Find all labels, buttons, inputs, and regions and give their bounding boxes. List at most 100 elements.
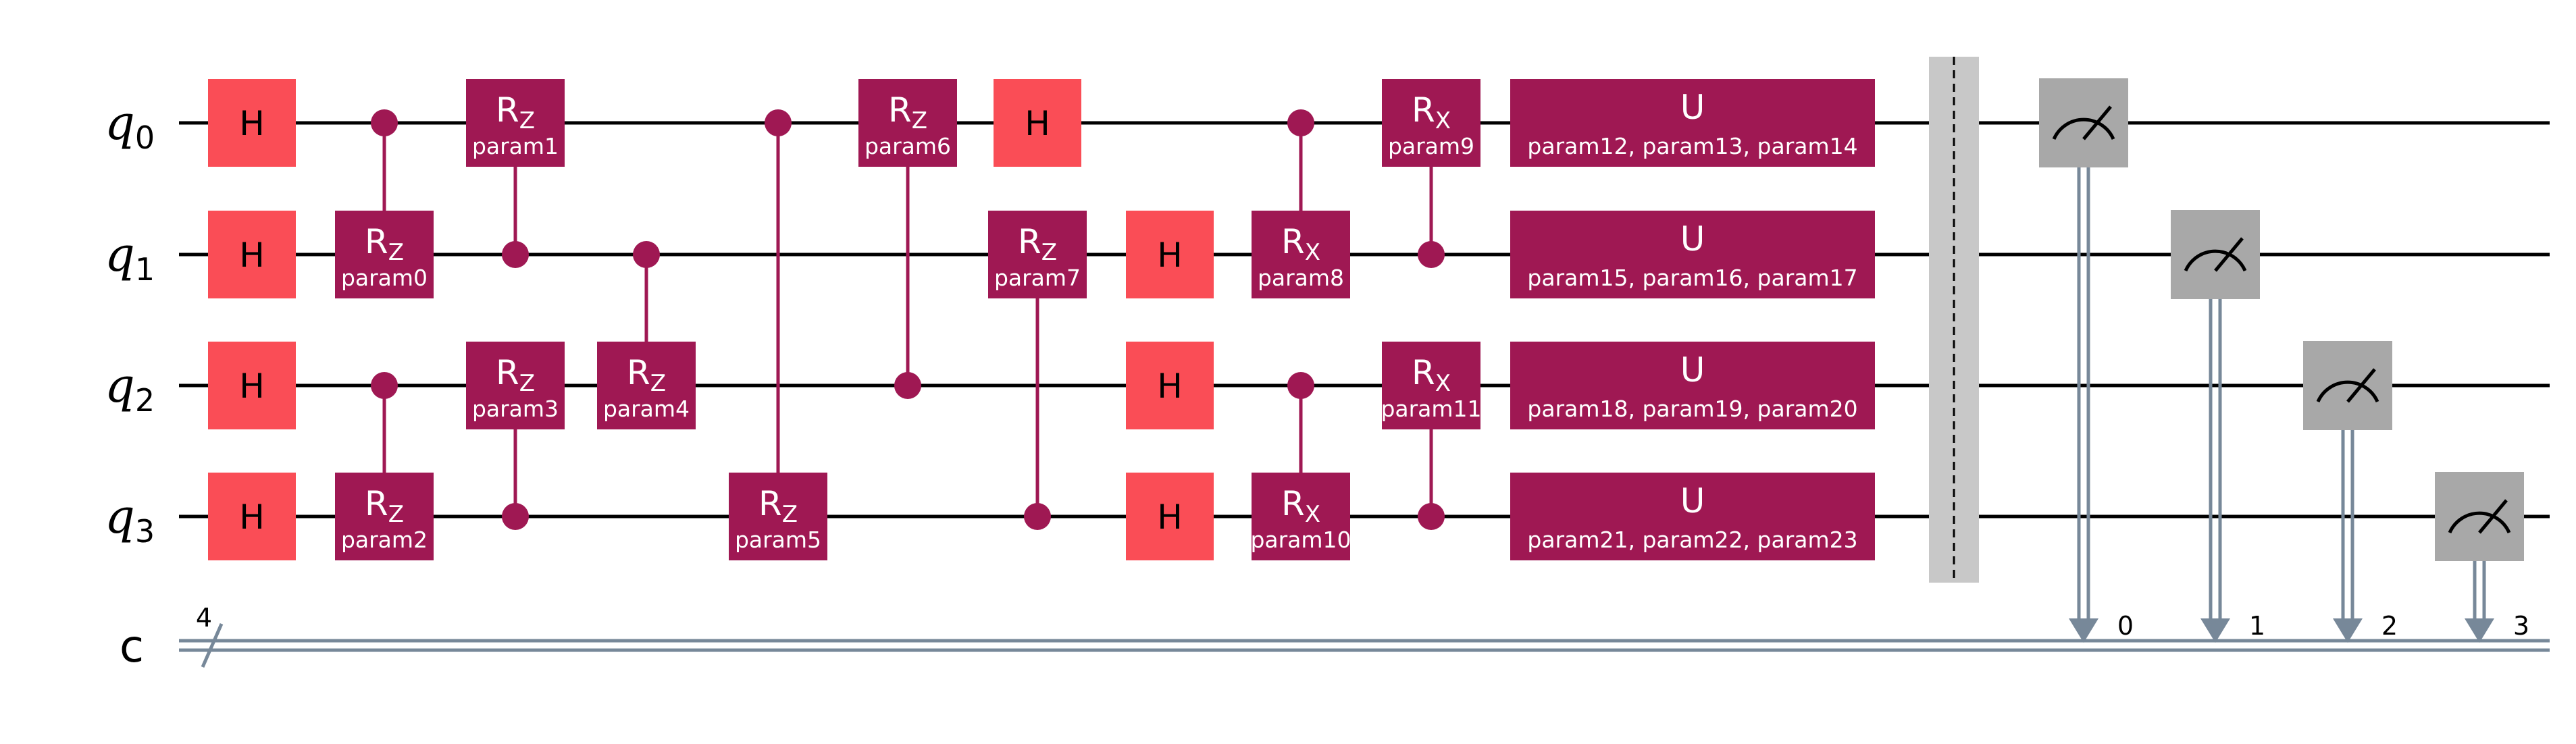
rotation-param: param0 (341, 265, 428, 291)
h-gate-box (994, 79, 1081, 167)
qubit-label-name: q (105, 489, 135, 544)
control-dot (765, 109, 792, 136)
bus-slash (201, 622, 224, 668)
rz-gate-box (466, 342, 565, 429)
h-gate-label: H (1157, 236, 1183, 275)
qubit-label-index: 1 (135, 251, 155, 288)
gates-layer: HHHHRZparam0RZparam2RZparam1RZparam3RZpa… (208, 79, 1875, 560)
u-gate-box (1510, 473, 1875, 560)
control-dot (1287, 372, 1314, 399)
rotation-letter: R (496, 90, 519, 130)
qubit-label-2: q2 (105, 358, 155, 419)
rotation-param: param9 (1388, 133, 1474, 159)
meter-icon (2316, 380, 2379, 403)
u-gate-params: param18, param19, param20 (1527, 396, 1857, 422)
rx-gate-box (1252, 473, 1350, 560)
h-gate-label: H (1025, 104, 1050, 143)
control-dot (371, 109, 398, 136)
meter-needle (2478, 499, 2508, 534)
rotation-axis: Z (519, 370, 535, 397)
h-gate-label: H (239, 367, 265, 406)
control-dot (502, 241, 529, 268)
h-gate-label: H (239, 498, 265, 537)
u-gate-box (1510, 342, 1875, 429)
qubit-label-name: q (105, 358, 135, 413)
h-gate-label: H (239, 104, 265, 143)
rz-gate-box (597, 342, 696, 429)
qubit-label-name: q (105, 95, 135, 151)
rotation-axis: Z (519, 107, 535, 134)
measure-arrow (2465, 618, 2494, 643)
control-dot (502, 503, 529, 530)
rz-gate-box (988, 211, 1087, 298)
meter-icon (2052, 117, 2115, 140)
u-gate-box (1510, 211, 1875, 298)
qubit-label-name: q (105, 227, 135, 282)
rotation-axis: X (1305, 239, 1320, 266)
rotation-letter: R (1412, 353, 1435, 392)
qubit-label-index: 3 (135, 513, 155, 550)
h-gate-label: H (1157, 367, 1183, 406)
h-gate-box (1126, 473, 1214, 560)
rotation-letter: R (888, 90, 912, 130)
rotation-letter: R (627, 353, 650, 392)
rotation-axis: X (1435, 370, 1451, 397)
u-gate-box (1510, 79, 1875, 167)
rotation-letter: R (1412, 90, 1435, 130)
measure-box (2435, 472, 2524, 561)
rotation-param: param10 (1250, 527, 1351, 553)
rz-gate-box (466, 79, 565, 167)
rotation-axis: X (1435, 107, 1451, 134)
measure-arrow (2069, 618, 2098, 643)
u-gate-params: param12, param13, param14 (1527, 133, 1857, 159)
h-gate-box (208, 342, 296, 429)
rotation-axis: Z (650, 370, 666, 397)
rotation-axis: Z (782, 501, 798, 528)
measure-box (2171, 210, 2260, 299)
rotation-gate-name: RZ (1018, 222, 1057, 266)
u-gate-params: param21, param22, param23 (1527, 527, 1857, 553)
h-gate-box (208, 211, 296, 298)
meter-needle (2214, 237, 2244, 272)
rotation-letter: R (1281, 222, 1305, 261)
control-dot (894, 372, 921, 399)
u-gate-params: param15, param16, param17 (1527, 265, 1857, 291)
control-dot (1418, 503, 1445, 530)
classical-bit-index: 3 (2513, 611, 2529, 641)
rz-gate-box (335, 473, 434, 560)
rotation-letter: R (1018, 222, 1041, 261)
qubit-label-0: q0 (105, 95, 155, 156)
rotation-gate-name: RZ (496, 353, 535, 397)
gate-connectors (382, 123, 1433, 516)
classical-bit-index: 2 (2381, 611, 2398, 641)
wires-layer (179, 121, 2550, 668)
rotation-gate-name: RZ (758, 484, 798, 528)
control-dot (1418, 241, 1445, 268)
h-gate-box (1126, 342, 1214, 429)
qubit-label-index: 2 (135, 382, 155, 419)
control-dot (633, 241, 660, 268)
rotation-gate-name: RX (1412, 90, 1451, 134)
measure-box (2303, 341, 2392, 430)
u-gate-label: U (1680, 219, 1705, 259)
meter-icon (2184, 249, 2247, 272)
qubit-label-1: q1 (105, 227, 155, 288)
rotation-letter: R (365, 222, 388, 261)
rotation-gate-name: RZ (365, 222, 404, 266)
h-gate-box (208, 473, 296, 560)
meter-icon (2448, 511, 2511, 534)
u-gate-label: U (1680, 350, 1705, 390)
rotation-param: param4 (603, 396, 690, 422)
control-dot (1287, 109, 1314, 136)
u-gate-label: U (1680, 481, 1705, 521)
qubit-label-3: q3 (105, 489, 155, 550)
rz-gate-box (729, 473, 827, 560)
rotation-letter: R (496, 353, 519, 392)
rotation-letter: R (365, 484, 388, 523)
rotation-gate-name: RX (1281, 484, 1320, 528)
rotation-letter: R (1281, 484, 1305, 523)
rotation-param: param3 (472, 396, 559, 422)
